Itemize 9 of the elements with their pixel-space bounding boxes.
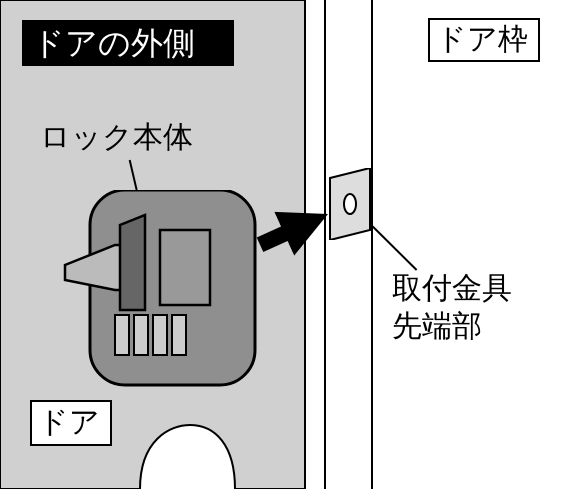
frame-label: ドア枠 — [428, 18, 540, 62]
door-label: ドア — [30, 400, 112, 446]
leader-line — [371, 225, 418, 271]
bracket-tip-label: 取付金具先端部 — [392, 270, 522, 350]
bracket-drawing — [328, 168, 372, 240]
arrow — [256, 212, 328, 256]
heading-band: ドアの外側 — [22, 20, 234, 66]
lock-body-label: ロック本体 — [40, 120, 210, 160]
leader-line — [128, 160, 138, 190]
